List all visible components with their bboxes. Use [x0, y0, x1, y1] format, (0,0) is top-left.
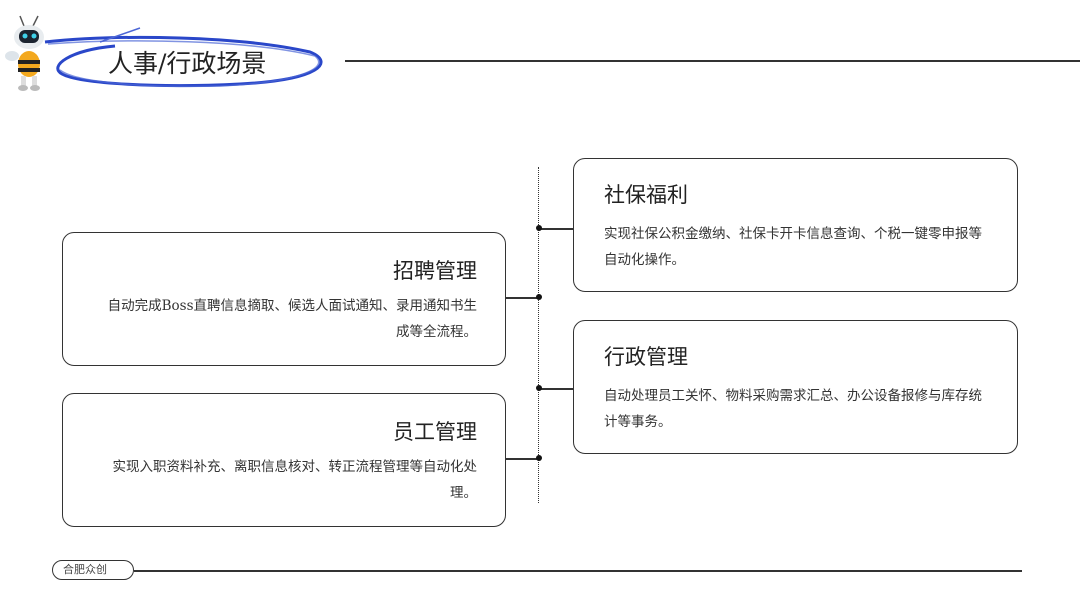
connector	[539, 228, 573, 230]
card-title: 员工管理	[393, 420, 477, 444]
timeline-dot	[536, 294, 542, 300]
card-recruitment: 招聘管理 自动完成Boss直聘信息摘取、候选人面试通知、录用通知书生成等全流程。	[62, 232, 506, 366]
card-description: 实现社保公积金缴纳、社保卡开卡信息查询、个税一键零申报等自动化操作。	[604, 226, 982, 268]
robot-mascot-icon	[5, 15, 44, 91]
card-title: 行政管理	[604, 345, 688, 369]
title-scribble-icon	[44, 27, 323, 88]
footer-divider	[134, 570, 1022, 572]
timeline-dot	[536, 455, 542, 461]
card-description: 自动处理员工关怀、物料采购需求汇总、办公设备报修与库存统计等事务。	[604, 388, 982, 430]
timeline-dot	[536, 225, 542, 231]
card-title: 招聘管理	[393, 259, 477, 283]
card-description: 自动完成Boss直聘信息摘取、候选人面试通知、录用通知书生成等全流程。	[107, 298, 477, 340]
footer-company-label: 合肥众创	[52, 560, 134, 580]
card-employee: 员工管理 实现入职资料补充、离职信息核对、转正流程管理等自动化处理。	[62, 393, 506, 527]
connector	[506, 458, 539, 460]
page-title: 人事/行政场景	[108, 49, 267, 78]
header-divider	[345, 60, 1080, 62]
timeline-dot	[536, 385, 542, 391]
connector	[539, 388, 573, 390]
card-social-security: 社保福利 实现社保公积金缴纳、社保卡开卡信息查询、个税一键零申报等自动化操作。	[573, 158, 1018, 292]
card-title: 社保福利	[604, 183, 688, 207]
timeline-dotted-line	[538, 167, 539, 503]
card-administration: 行政管理 自动处理员工关怀、物料采购需求汇总、办公设备报修与库存统计等事务。	[573, 320, 1018, 454]
connector	[506, 297, 539, 299]
card-description: 实现入职资料补充、离职信息核对、转正流程管理等自动化处理。	[112, 459, 478, 501]
